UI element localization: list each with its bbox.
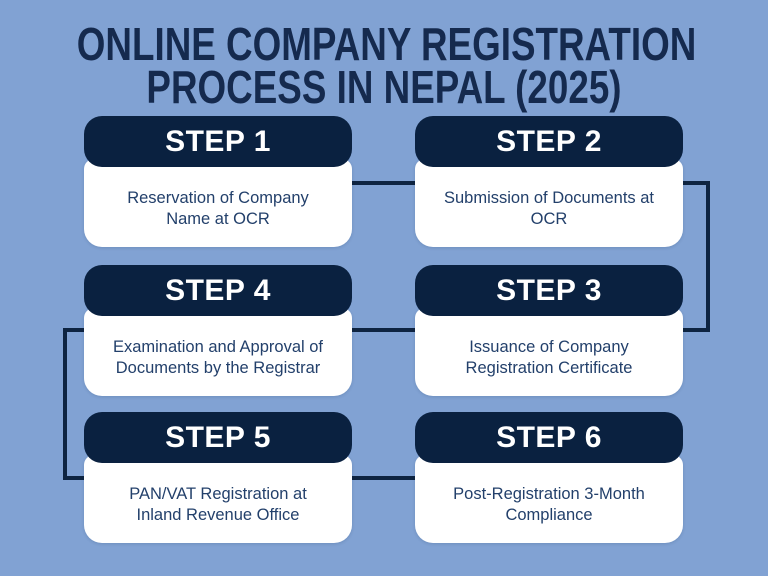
step-2-card: Submission of Documents at OCR STEP 2 <box>415 116 683 247</box>
connector-step4-step5-bottom-segment <box>63 476 86 480</box>
step-6-card: Post-Registration 3-Month Compliance STE… <box>415 412 683 543</box>
step-4-description-line-2: Documents by the Registrar <box>115 359 321 377</box>
connector-step5-step6 <box>350 476 416 480</box>
step-1-description-line-2: Name at OCR <box>166 210 270 228</box>
step-3-description-line-1: Issuance of Company <box>469 338 629 356</box>
step-2-description-line-1: Submission of Documents at <box>443 189 654 207</box>
connector-step4-step5-top-segment <box>63 328 86 332</box>
step-2-description: Submission of Documents at OCR <box>415 159 683 247</box>
step-2-header: STEP 2 <box>415 116 683 167</box>
step-3-card: Issuance of Company Registration Certifi… <box>415 265 683 396</box>
connector-step1-step2 <box>350 181 416 185</box>
step-1-label: STEP 1 <box>165 124 271 158</box>
step-1-description-line-1: Reservation of Company <box>127 189 309 207</box>
step-5-header: STEP 5 <box>84 412 352 463</box>
step-2-label: STEP 2 <box>496 124 602 158</box>
step-6-description: Post-Registration 3-Month Compliance <box>415 455 683 543</box>
step-4-card: Examination and Approval of Documents by… <box>84 265 352 396</box>
step-5-description-line-2: Inland Revenue Office <box>136 506 300 524</box>
connector-step2-step3-bottom-segment <box>683 328 710 332</box>
connector-step2-step3-top-segment <box>683 181 710 185</box>
step-6-label: STEP 6 <box>496 420 602 454</box>
connector-step4-step5-vertical-segment <box>63 328 67 480</box>
page-title: ONLINE COMPANY REGISTRATION PROCESS IN N… <box>76 18 697 113</box>
step-6-header: STEP 6 <box>415 412 683 463</box>
step-5-description-line-1: PAN/VAT Registration at <box>129 485 307 503</box>
connector-step3-step4 <box>350 328 416 332</box>
step-3-description-line-2: Registration Certificate <box>465 359 633 377</box>
step-3-description: Issuance of Company Registration Certifi… <box>415 308 683 396</box>
connector-step2-step3-vertical-segment <box>706 181 710 332</box>
step-5-description: PAN/VAT Registration at Inland Revenue O… <box>84 455 352 543</box>
step-5-card: PAN/VAT Registration at Inland Revenue O… <box>84 412 352 543</box>
step-4-description-line-1: Examination and Approval of <box>112 338 324 356</box>
step-2-description-line-2: OCR <box>530 210 568 228</box>
step-4-description: Examination and Approval of Documents by… <box>84 308 352 396</box>
step-6-description-line-2: Compliance <box>505 506 593 524</box>
step-3-header: STEP 3 <box>415 265 683 316</box>
step-4-header: STEP 4 <box>84 265 352 316</box>
step-1-description: Reservation of Company Name at OCR <box>84 159 352 247</box>
page-title-line-2: PROCESS IN NEPAL (2025) <box>146 61 622 113</box>
step-4-label: STEP 4 <box>165 273 271 307</box>
page-title-line-1: ONLINE COMPANY REGISTRATION <box>76 18 697 70</box>
step-6-description-line-1: Post-Registration 3-Month <box>453 485 645 503</box>
step-1-card: Reservation of Company Name at OCR STEP … <box>84 116 352 247</box>
step-5-label: STEP 5 <box>165 420 271 454</box>
step-1-header: STEP 1 <box>84 116 352 167</box>
step-3-label: STEP 3 <box>496 273 602 307</box>
